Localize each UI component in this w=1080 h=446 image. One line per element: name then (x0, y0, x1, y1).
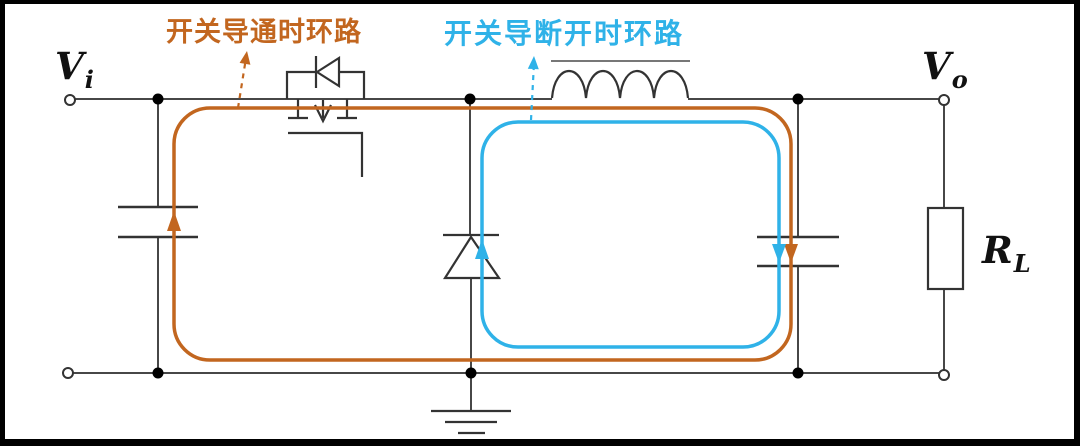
switch-on-loop-down-arrow (784, 244, 798, 263)
input-voltage-label: Vi (55, 48, 94, 92)
inductor (550, 60, 690, 99)
load-resistor-symbol: R (982, 228, 1013, 272)
freewheeling-diode (442, 233, 502, 280)
junction-dot (464, 93, 476, 105)
junction-dots (152, 93, 804, 379)
switch-off-loop-path (480, 120, 781, 349)
body-diode-triangle (314, 55, 341, 89)
mosfet-switch (288, 99, 364, 177)
body-diode (285, 55, 366, 99)
junction-dot (152, 367, 164, 379)
switch-on-loop-up-arrow (167, 211, 181, 231)
switch-off-loop (475, 56, 786, 349)
body-diode-left-lead (285, 70, 316, 99)
switch-off-loop-up-arrow (475, 239, 489, 259)
load-resistor-label: RL (982, 232, 1031, 276)
switch-on-loop-leader-arrowhead (239, 51, 251, 65)
switch-on-loop-arrows (167, 51, 798, 263)
schematic-canvas: Vi Vo RL 开关导通时环路 开关导断开时环路 (5, 4, 1074, 439)
output-capacitor (757, 235, 839, 268)
switch-off-loop-down-arrow (772, 244, 786, 263)
junction-dot (792, 367, 804, 379)
switch-off-loop-leader-line (529, 62, 536, 121)
input-terminal-bottom (62, 367, 74, 379)
output-voltage-label: Vo (922, 48, 968, 92)
switch-on-loop (167, 51, 798, 362)
switch-off-loop-label: 开关导断开时环路 (444, 17, 685, 50)
input-terminal-top (64, 94, 76, 106)
switch-on-loop-leader-line (236, 57, 248, 109)
input-capacitor (118, 205, 198, 239)
ground-symbol (431, 409, 511, 435)
output-terminal-top (938, 94, 950, 106)
wires (73, 98, 945, 411)
switch-off-loop-arrows (475, 56, 786, 263)
mosfet-gate-lead (288, 131, 364, 177)
mosfet-arrow-head (314, 104, 332, 124)
output-terminal-bottom (938, 369, 950, 381)
diode-branch (469, 99, 472, 373)
switch-on-loop-path (172, 106, 793, 362)
inductor-windings (550, 70, 690, 99)
junction-dot (792, 93, 804, 105)
output-voltage-symbol: V (922, 44, 951, 88)
body-diode-right-lead (339, 70, 366, 99)
switch-on-loop-label: 开关导通时环路 (166, 17, 362, 48)
output-voltage-subscript: o (951, 65, 968, 94)
switch-off-loop-leader-arrowhead (527, 56, 539, 70)
junction-dot (465, 367, 477, 379)
terminals (62, 94, 950, 381)
load-resistor-subscript: L (1013, 249, 1031, 278)
input-voltage-symbol: V (55, 44, 84, 88)
input-voltage-subscript: i (84, 65, 94, 94)
junction-dot (152, 93, 164, 105)
freewheeling-diode-triangle (442, 234, 502, 280)
load-resistor-body (926, 206, 965, 291)
